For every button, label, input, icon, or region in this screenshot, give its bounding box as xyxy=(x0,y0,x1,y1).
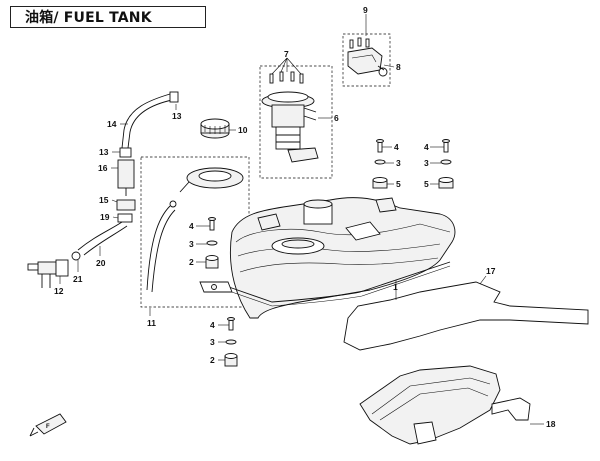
mount-hardware-right-a xyxy=(372,139,388,189)
fuel-pump-group-box xyxy=(259,65,333,179)
heat-shield-pad xyxy=(343,281,589,351)
callout-20: 20 xyxy=(96,258,106,268)
callout-9: 9 xyxy=(363,5,368,15)
callout-3-left-upper: 3 xyxy=(189,239,194,249)
callout-14: 14 xyxy=(107,119,117,129)
callout-13-left: 13 xyxy=(99,147,109,157)
callout-21: 21 xyxy=(73,274,83,284)
callout-4-left-lower: 4 xyxy=(210,320,215,330)
callout-2-left-lower: 2 xyxy=(210,355,215,365)
callout-17: 17 xyxy=(486,266,496,276)
callout-13-top: 13 xyxy=(172,111,182,121)
callout-4-right-a: 4 xyxy=(394,142,399,152)
clip-21 xyxy=(71,251,81,261)
callout-3-left-lower: 3 xyxy=(210,337,215,347)
front-direction-arrow-icon: F xyxy=(29,413,67,437)
fuel-cap xyxy=(200,118,230,139)
fuel-pump xyxy=(261,71,319,163)
callout-6: 6 xyxy=(334,113,339,123)
fuel-filter xyxy=(117,159,135,196)
mount-hardware-right-b xyxy=(438,139,454,189)
callout-8: 8 xyxy=(396,62,401,72)
lower-bracket xyxy=(359,365,531,445)
callout-5-right-b: 5 xyxy=(424,179,429,189)
filler-neck-ring xyxy=(179,167,244,193)
clamp-19 xyxy=(117,213,133,223)
callout-5-right-a: 5 xyxy=(396,179,401,189)
callout-16: 16 xyxy=(98,163,108,173)
callout-1: 1 xyxy=(393,282,398,292)
svg-text:F: F xyxy=(46,424,50,430)
vent-hose xyxy=(119,91,179,158)
sensor-bracket xyxy=(347,37,388,77)
callout-4-right-b: 4 xyxy=(424,142,429,152)
callout-18: 18 xyxy=(546,419,556,429)
clamp-15 xyxy=(116,199,136,211)
hose-group-box xyxy=(140,156,250,308)
quick-connector xyxy=(27,259,69,288)
callout-3-right-b: 3 xyxy=(424,158,429,168)
sensor-group-box xyxy=(342,33,391,87)
hose-20 xyxy=(77,221,128,256)
callout-4-left-upper: 4 xyxy=(189,221,194,231)
callout-3-right-a: 3 xyxy=(396,158,401,168)
fuel-tank-body xyxy=(199,197,456,319)
callout-2-left-upper: 2 xyxy=(189,257,194,267)
callout-7: 7 xyxy=(284,49,289,59)
leader-lines xyxy=(59,14,544,425)
breather-hose xyxy=(146,205,171,291)
callout-12: 12 xyxy=(54,286,64,296)
page-title: 油箱/ FUEL TANK xyxy=(10,6,206,28)
callout-19: 19 xyxy=(100,212,110,222)
callout-11: 11 xyxy=(147,318,156,328)
mount-hardware-left-upper xyxy=(205,217,219,269)
callout-15: 15 xyxy=(99,195,109,205)
callout-10: 10 xyxy=(238,125,248,135)
